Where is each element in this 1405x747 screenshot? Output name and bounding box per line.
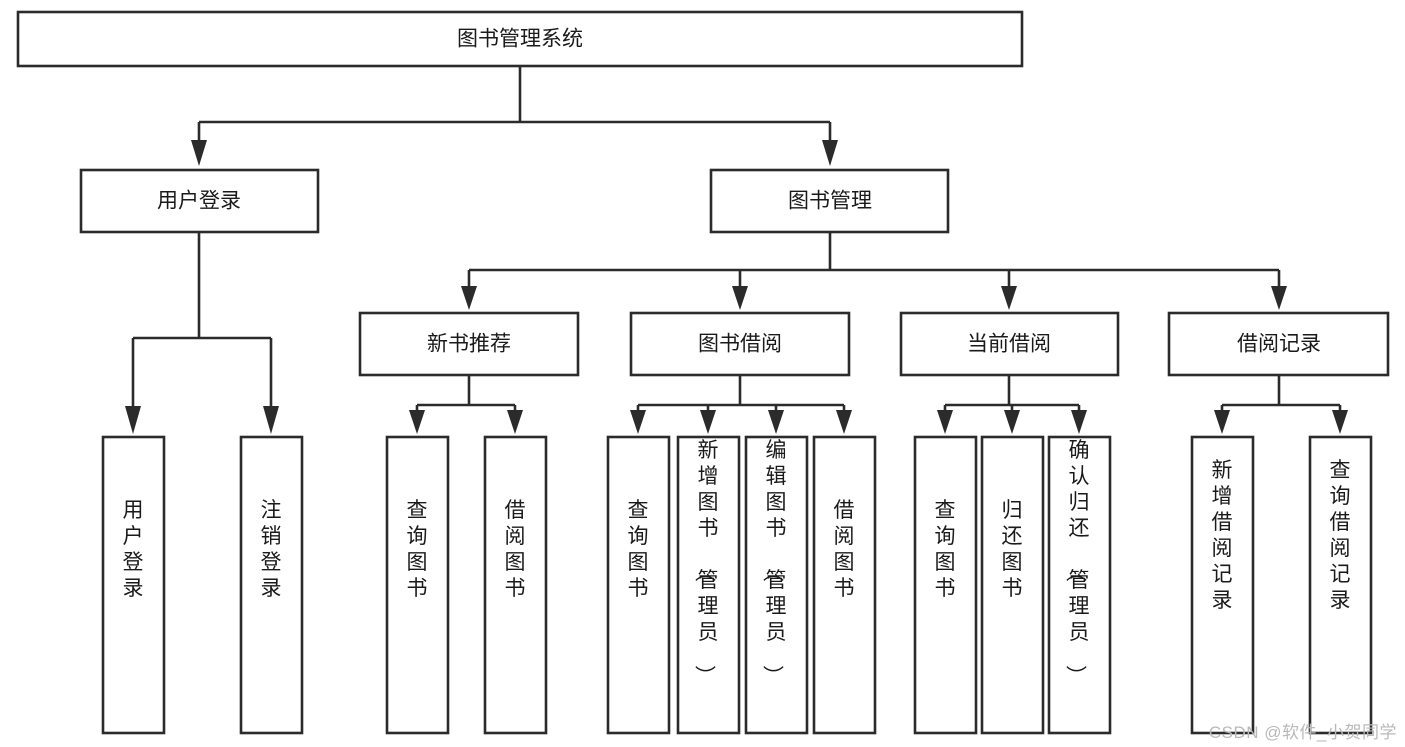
leaf-borrow-record-0-box[interactable] [1190,435,1255,735]
node-current-borrow-label: 当前借阅 [967,333,1051,356]
leaf-current-borrow-2[interactable]: 确认归还（管理员） [1047,435,1112,735]
leaf-current-borrow-1[interactable]: 归还图书 [980,435,1045,735]
arrow-new-book-leaf-0 [409,410,425,434]
arrow-borrow-record-leaf-0 [1214,410,1230,434]
node-root[interactable]: 图书管理系统 [16,10,1024,68]
arrow-to-new-book [461,286,477,310]
node-book-borrow-label: 图书借阅 [698,333,782,356]
leaf-book-borrow-2-box[interactable] [744,435,809,735]
arrow-to-book-mgmt [822,140,838,166]
leaf-book-borrow-0-label: 查询图书 [628,499,649,600]
leaf-user-login-1[interactable]: 注销登录 [239,435,304,735]
leaf-book-borrow-0[interactable]: 查询图书 [606,435,671,735]
node-new-book-recommend-box[interactable] [358,311,580,377]
node-book-management-box[interactable] [709,168,950,234]
arrow-new-book-leaf-1 [507,410,523,434]
node-book-management-label: 图书管理 [788,190,872,213]
leaf-new-book-1-label: 借阅图书 [505,499,526,600]
leaf-user-login-0[interactable]: 用户登录 [101,435,166,735]
node-book-management[interactable]: 图书管理 [709,168,950,234]
node-user-login-label: 用户登录 [157,190,241,213]
leaf-book-borrow-1-box[interactable] [676,435,741,735]
leaf-current-borrow-1-label: 归还图书 [1002,499,1023,600]
arrow-to-borrow-record [1271,286,1287,310]
node-new-book-recommend-label: 新书推荐 [427,333,511,356]
leaf-current-borrow-0-box[interactable] [913,435,978,735]
leaf-book-borrow-2-label: 编辑图书（管理员） [761,439,787,686]
connector-layer [125,66,1348,434]
leaf-user-login-1-label: 注销登录 [261,499,282,600]
csdn-watermark: CSDN @软件_小贺同学 [1208,723,1397,742]
leaf-borrow-record-1-box[interactable] [1308,435,1373,735]
leaf-new-book-0-label: 查询图书 [407,499,428,600]
leaf-borrow-record-0-label: 新增借阅记录 [1212,459,1233,612]
arrow-book-borrow-leaf-3 [836,410,852,434]
node-new-book-recommend[interactable]: 新书推荐 [358,311,580,377]
node-root-label: 图书管理系统 [457,28,583,51]
arrow-current-borrow-leaf-0 [937,410,953,434]
node-root-box[interactable] [16,10,1024,68]
leaf-new-book-1[interactable]: 借阅图书 [483,435,548,735]
leaf-current-borrow-2-box[interactable] [1047,435,1112,735]
arrow-current-borrow-leaf-2 [1071,410,1087,434]
leaf-borrow-record-0[interactable]: 新增借阅记录 [1190,435,1255,735]
node-book-borrow[interactable]: 图书借阅 [629,311,851,377]
node-borrow-record-label: 借阅记录 [1237,333,1321,356]
leaf-user-login-0-box[interactable] [101,435,166,735]
node-user-login[interactable]: 用户登录 [79,168,320,234]
leaf-user-login-0-label: 用户登录 [123,499,144,600]
arrow-user-login-leaf-0 [125,406,141,434]
leaf-book-borrow-2[interactable]: 编辑图书（管理员） [744,435,809,735]
arrow-to-user-login [191,140,207,166]
arrow-to-current-borrow [1001,286,1017,310]
arrow-borrow-record-leaf-1 [1332,410,1348,434]
node-book-borrow-box[interactable] [629,311,851,377]
node-user-login-box[interactable] [79,168,320,234]
leaf-new-book-1-box[interactable] [483,435,548,735]
leaf-borrow-record-1-label: 查询借阅记录 [1330,459,1351,612]
node-borrow-record-box[interactable] [1167,311,1390,377]
leaf-book-borrow-3[interactable]: 借阅图书 [812,435,877,735]
arrow-to-book-borrow [732,286,748,310]
leaf-borrow-record-1[interactable]: 查询借阅记录 [1308,435,1373,735]
node-borrow-record[interactable]: 借阅记录 [1167,311,1390,377]
arrow-book-borrow-leaf-1 [700,410,716,434]
arrow-book-borrow-leaf-0 [630,410,646,434]
leaf-book-borrow-3-label: 借阅图书 [834,499,855,600]
leaf-book-borrow-1-label: 新增图书（管理员） [693,439,719,686]
leaf-new-book-0[interactable]: 查询图书 [385,435,450,735]
arrow-book-borrow-leaf-2 [768,410,784,434]
arrow-current-borrow-leaf-1 [1004,410,1020,434]
leaf-new-book-0-box[interactable] [385,435,450,735]
leaf-user-login-1-box[interactable] [239,435,304,735]
leaf-book-borrow-0-box[interactable] [606,435,671,735]
leaf-book-borrow-3-box[interactable] [812,435,877,735]
leaf-current-borrow-0-label: 查询图书 [935,499,956,600]
leaf-current-borrow-0[interactable]: 查询图书 [913,435,978,735]
arrow-user-login-leaf-1 [263,406,279,434]
leaf-current-borrow-1-box[interactable] [980,435,1045,735]
leaf-book-borrow-1[interactable]: 新增图书（管理员） [676,435,741,735]
node-current-borrow[interactable]: 当前借阅 [899,311,1120,377]
node-current-borrow-box[interactable] [899,311,1120,377]
leaf-current-borrow-2-label: 确认归还（管理员） [1064,439,1090,686]
